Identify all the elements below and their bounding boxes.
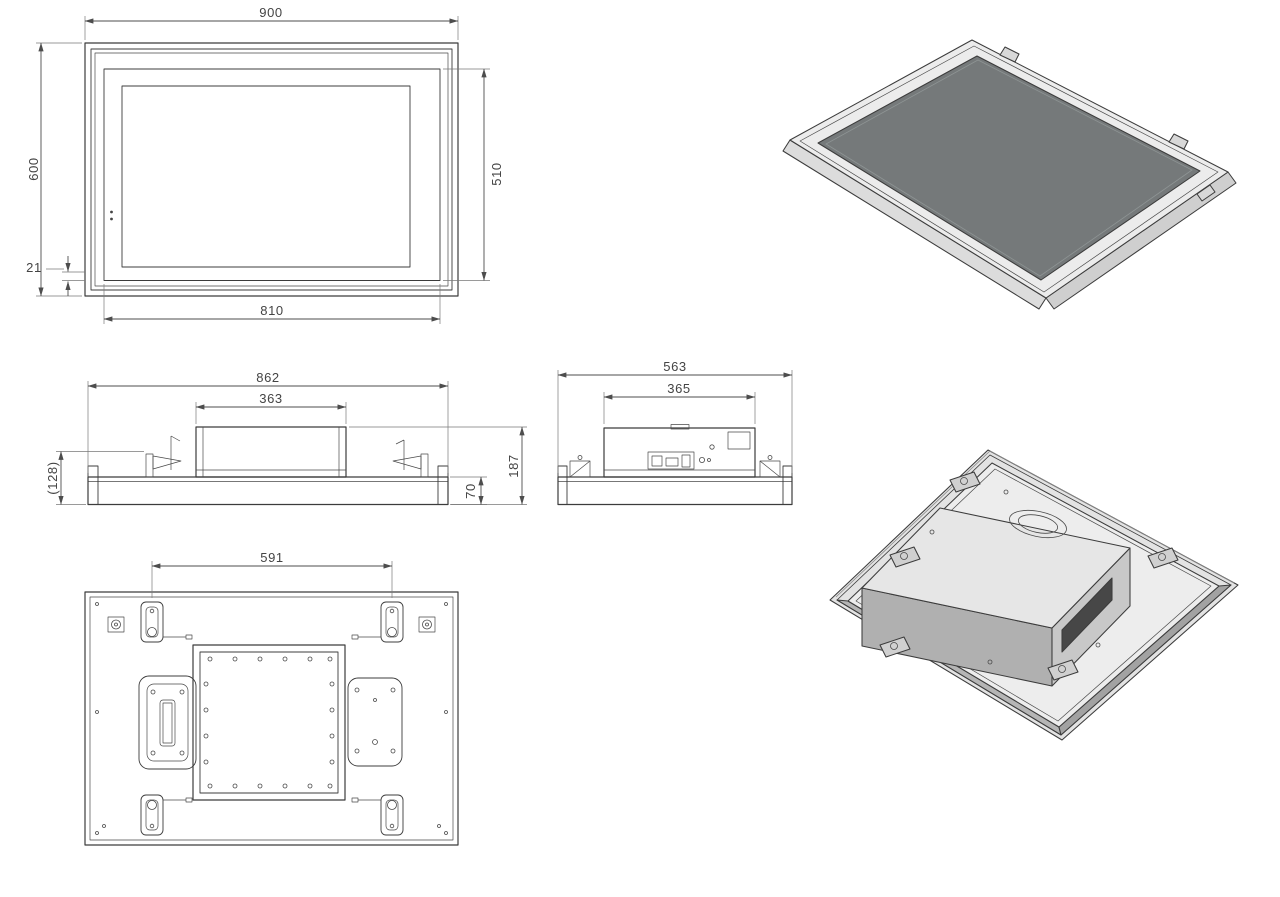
- dim-side-overall-height: 187: [349, 426, 527, 505]
- rear-bracket-bottom-left: [140, 794, 193, 836]
- iso-front-clip-1: [999, 46, 1020, 63]
- iso-front-bezel-line: [799, 45, 1219, 293]
- dim-front-overall-width: 900: [84, 5, 459, 40]
- rear-electronics-box: [192, 644, 346, 801]
- end-enclosure-box: [603, 427, 756, 478]
- dim-label-600: 600: [26, 157, 41, 181]
- dim-front-bezel-offset: 21: [26, 256, 85, 296]
- side-right-end-cap: [437, 465, 449, 505]
- front-outer-frame: [84, 42, 459, 297]
- iso-rear-rim-line: [836, 454, 1232, 736]
- iso-rear-screw-posts: [929, 489, 1101, 665]
- end-label-plate: [727, 431, 751, 450]
- end-top-handle: [670, 424, 690, 430]
- dim-label-810: 810: [260, 303, 284, 318]
- dim-label-563: 563: [663, 359, 687, 374]
- rear-view: 591: [84, 550, 459, 846]
- iso-front-view: [782, 39, 1237, 310]
- dim-label-900: 900: [259, 5, 283, 20]
- iso-front-clip-2: [1168, 133, 1189, 150]
- dim-label-862: 862: [256, 370, 280, 385]
- iso-rear-view: [829, 449, 1239, 741]
- dim-side-enclosure-length: 363: [195, 391, 347, 424]
- end-right-end-cap: [782, 465, 793, 505]
- dim-side-frame-height: 70: [450, 476, 487, 505]
- dim-front-viewport-height: 510: [443, 68, 504, 281]
- dim-side-clip-height: (128): [45, 451, 144, 505]
- rear-bracket-bottom-right: [351, 794, 404, 836]
- dim-end-overall-depth: 563: [557, 359, 793, 473]
- iso-front-clip-3: [1196, 184, 1216, 202]
- front-glass-opening: [103, 68, 441, 281]
- front-bezel-line-2: [94, 52, 449, 287]
- end-left-clip: [569, 455, 591, 478]
- side-base-frame: [87, 476, 449, 506]
- side-view: 862 363 (128) 187 70: [45, 370, 527, 506]
- iso-rear-electronics-box: [861, 507, 1131, 687]
- dim-label-70: 70: [463, 483, 478, 499]
- dim-rear-bracket-spacing: 591: [151, 550, 393, 598]
- iso-rear-box-vent-slot: [1061, 577, 1113, 653]
- end-right-clip: [759, 455, 781, 478]
- dim-label-21: 21: [26, 260, 42, 275]
- rear-bracket-top-left: [140, 601, 193, 643]
- side-left-end-cap: [87, 465, 99, 505]
- iso-rear-edge-lip: [835, 450, 1235, 598]
- front-view: 900 600 510 810 21: [26, 5, 504, 324]
- end-view: 563 365: [557, 359, 793, 506]
- dim-label-591: 591: [260, 550, 284, 565]
- dim-front-viewport-width: 810: [103, 284, 441, 324]
- dim-label-187: 187: [506, 454, 521, 478]
- dim-end-enclosure-depth: 365: [603, 381, 756, 424]
- side-left-mounting-clip: [145, 435, 182, 478]
- iso-rear-mounting-clips: [879, 471, 1179, 681]
- front-sensor-dots: [110, 210, 113, 221]
- iso-front-screen: [817, 55, 1201, 281]
- end-connector-panel: [647, 444, 715, 470]
- dim-side-overall-length: 862: [87, 370, 449, 473]
- dim-front-overall-height: 600: [26, 42, 82, 297]
- front-active-screen-area: [121, 85, 411, 268]
- rear-inner-frame-line: [89, 596, 454, 841]
- rear-box-screw-holes: [203, 656, 335, 789]
- rear-outer-frame: [84, 591, 459, 846]
- rear-bracket-top-right: [351, 601, 404, 643]
- dim-label-363: 363: [259, 391, 283, 406]
- side-enclosure-box: [195, 426, 347, 478]
- end-left-end-cap: [557, 465, 568, 505]
- side-right-mounting-clip: [392, 439, 429, 478]
- iso-rear-cable-gland: [1009, 509, 1067, 539]
- iso-rear-box-top-face: [861, 507, 1131, 629]
- dim-label-365: 365: [667, 381, 691, 396]
- rear-left-access-plate: [138, 675, 197, 770]
- dim-label-128: (128): [45, 461, 60, 494]
- rear-right-access-plate: [347, 677, 403, 767]
- dim-label-510: 510: [489, 162, 504, 186]
- rear-corner-fittings: [95, 602, 448, 835]
- iso-front-screen-inner-line: [825, 59, 1193, 277]
- front-bezel-line-1: [90, 48, 453, 291]
- end-base-frame: [557, 476, 793, 506]
